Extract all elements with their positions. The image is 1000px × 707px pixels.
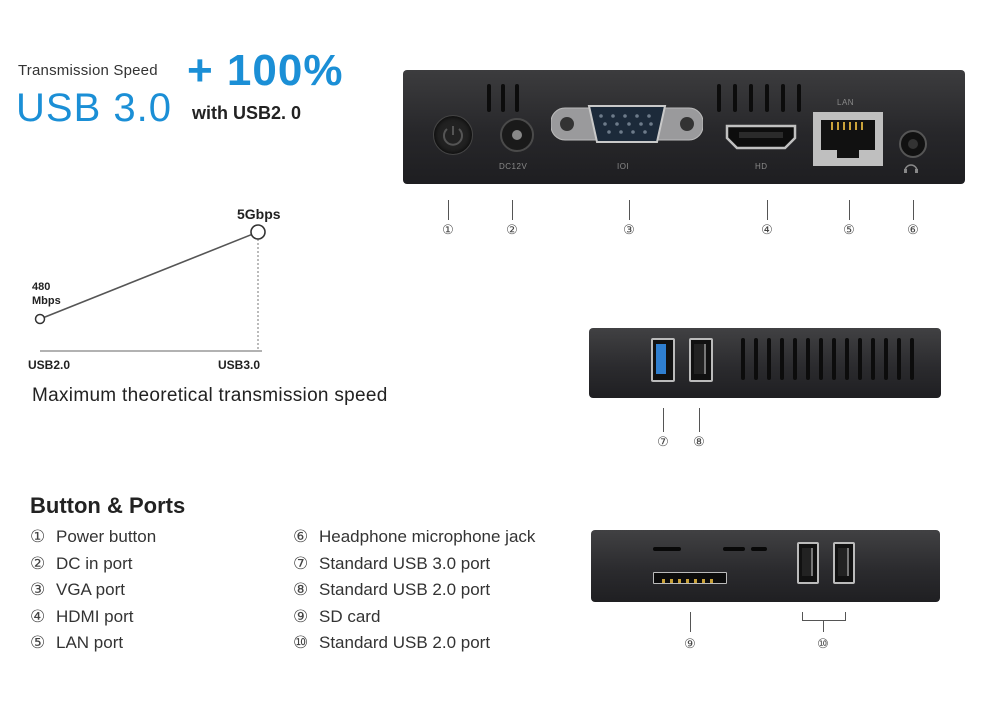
usb3-heading: USB 3.0: [16, 86, 172, 130]
category-usb2: USB2.0: [28, 358, 70, 372]
hdmi-label: HD: [755, 162, 768, 171]
lan-port-icon: [813, 112, 883, 166]
point-label-usb3: 5Gbps: [237, 206, 281, 222]
transmission-speed-label: Transmission Speed: [18, 62, 158, 79]
point-label-usb2-unit: Mbps: [32, 295, 61, 307]
legend-number: ⑨: [293, 607, 309, 626]
legend-label: Headphone microphone jack: [319, 527, 536, 546]
led-slot-2: [723, 547, 745, 551]
callout-number-2: ②: [506, 222, 518, 237]
callout-line-10: [823, 620, 824, 632]
dc-label: DC12V: [499, 162, 528, 171]
callout-line-9: [690, 612, 691, 632]
legend-item: ⑤ LAN port: [30, 633, 123, 653]
usb3-port-icon: [651, 338, 675, 382]
hdmi-port-icon: [725, 124, 797, 150]
power-button-icon: [433, 115, 473, 155]
with-usb2-text: with USB2. 0: [192, 103, 301, 124]
legend-number: ②: [30, 554, 46, 573]
legend-number: ⑦: [293, 554, 309, 573]
vga-label: IOI: [617, 162, 630, 171]
legend-label: SD card: [319, 607, 381, 626]
callout-number-4: ④: [761, 222, 773, 237]
legend-label: VGA port: [56, 580, 125, 599]
legend-number: ⑩: [293, 633, 309, 652]
sd-card-slot-icon: [653, 572, 727, 584]
legend-item: ⑥ Headphone microphone jack: [293, 527, 535, 547]
callout-number-5: ⑤: [843, 222, 855, 237]
callout-number-3: ③: [623, 222, 635, 237]
legend-item: ⑧ Standard USB 2.0 port: [293, 580, 490, 600]
lan-label: LAN: [837, 98, 855, 107]
chart-caption: Maximum theoretical transmission speed: [32, 385, 388, 406]
legend-item: ⑩ Standard USB 2.0 port: [293, 633, 490, 653]
usb2-text: USB2. 0: [233, 103, 302, 123]
speed-chart: 480 Mbps 5Gbps USB2.0 USB3.0: [28, 206, 281, 372]
legend-item: ① Power button: [30, 527, 156, 547]
legend-item: ⑨ SD card: [293, 607, 380, 627]
callout-number-10: ⑩: [817, 636, 829, 651]
legend-item: ② DC in port: [30, 554, 133, 574]
callout-line-4: [767, 200, 768, 220]
category-usb3: USB3.0: [218, 358, 260, 372]
headphone-symbol-icon: [903, 160, 919, 178]
series-line: [39, 231, 259, 320]
callout-line-8: [699, 408, 700, 432]
vent-left: [485, 84, 535, 112]
callout-number-1: ①: [442, 222, 454, 237]
callout-number-6: ⑥: [907, 222, 919, 237]
callout-bracket-10: [802, 612, 846, 621]
legend-label: DC in port: [56, 554, 133, 573]
point-label-usb2-value: 480: [32, 281, 50, 293]
callout-number-7: ⑦: [657, 434, 669, 449]
legend-number: ④: [30, 607, 46, 626]
legend-number: ①: [30, 527, 46, 546]
legend-label: Power button: [56, 527, 157, 546]
led-slot-3: [751, 547, 767, 551]
legend-label: Standard USB 2.0 port: [319, 633, 491, 652]
legend-label: Standard USB 2.0 port: [319, 580, 491, 599]
vga-port-icon: [550, 102, 704, 146]
dc-jack-icon: [500, 118, 534, 152]
legend-number: ③: [30, 580, 46, 599]
vent-side: [739, 338, 929, 380]
led-slot-1: [653, 547, 681, 551]
usb2-side-port-icon: [689, 338, 713, 382]
device-back-panel: DC12V IOI HD LAN: [403, 70, 965, 184]
headphone-jack-icon: [899, 130, 927, 158]
callout-line-2: [512, 200, 513, 220]
callout-number-9: ⑨: [684, 636, 696, 651]
legend-title: Button & Ports: [30, 493, 186, 518]
legend-label: LAN port: [56, 633, 124, 652]
legend-label: Standard USB 3.0 port: [319, 554, 491, 573]
callout-number-8: ⑧: [693, 434, 705, 449]
callout-line-5: [849, 200, 850, 220]
callout-line-7: [663, 408, 664, 432]
speed-increase: + 100%: [187, 46, 344, 95]
legend-number: ⑧: [293, 580, 309, 599]
legend-number: ⑥: [293, 527, 309, 546]
with-prefix: with: [192, 103, 228, 123]
vent-middle: [715, 84, 805, 112]
usb2-front-port-1-icon: [797, 542, 819, 584]
device-side-panel: [589, 328, 941, 398]
device-front-panel: [591, 530, 940, 602]
point-usb3: [250, 224, 266, 240]
usb2-front-port-2-icon: [833, 542, 855, 584]
callout-line-1: [448, 200, 449, 220]
callout-line-3: [629, 200, 630, 220]
legend-item: ④ HDMI port: [30, 607, 133, 627]
point-usb2: [34, 313, 46, 325]
legend-item: ⑦ Standard USB 3.0 port: [293, 554, 490, 574]
legend-label: HDMI port: [56, 607, 134, 626]
callout-line-6: [913, 200, 914, 220]
legend-item: ③ VGA port: [30, 580, 125, 600]
legend-number: ⑤: [30, 633, 46, 652]
